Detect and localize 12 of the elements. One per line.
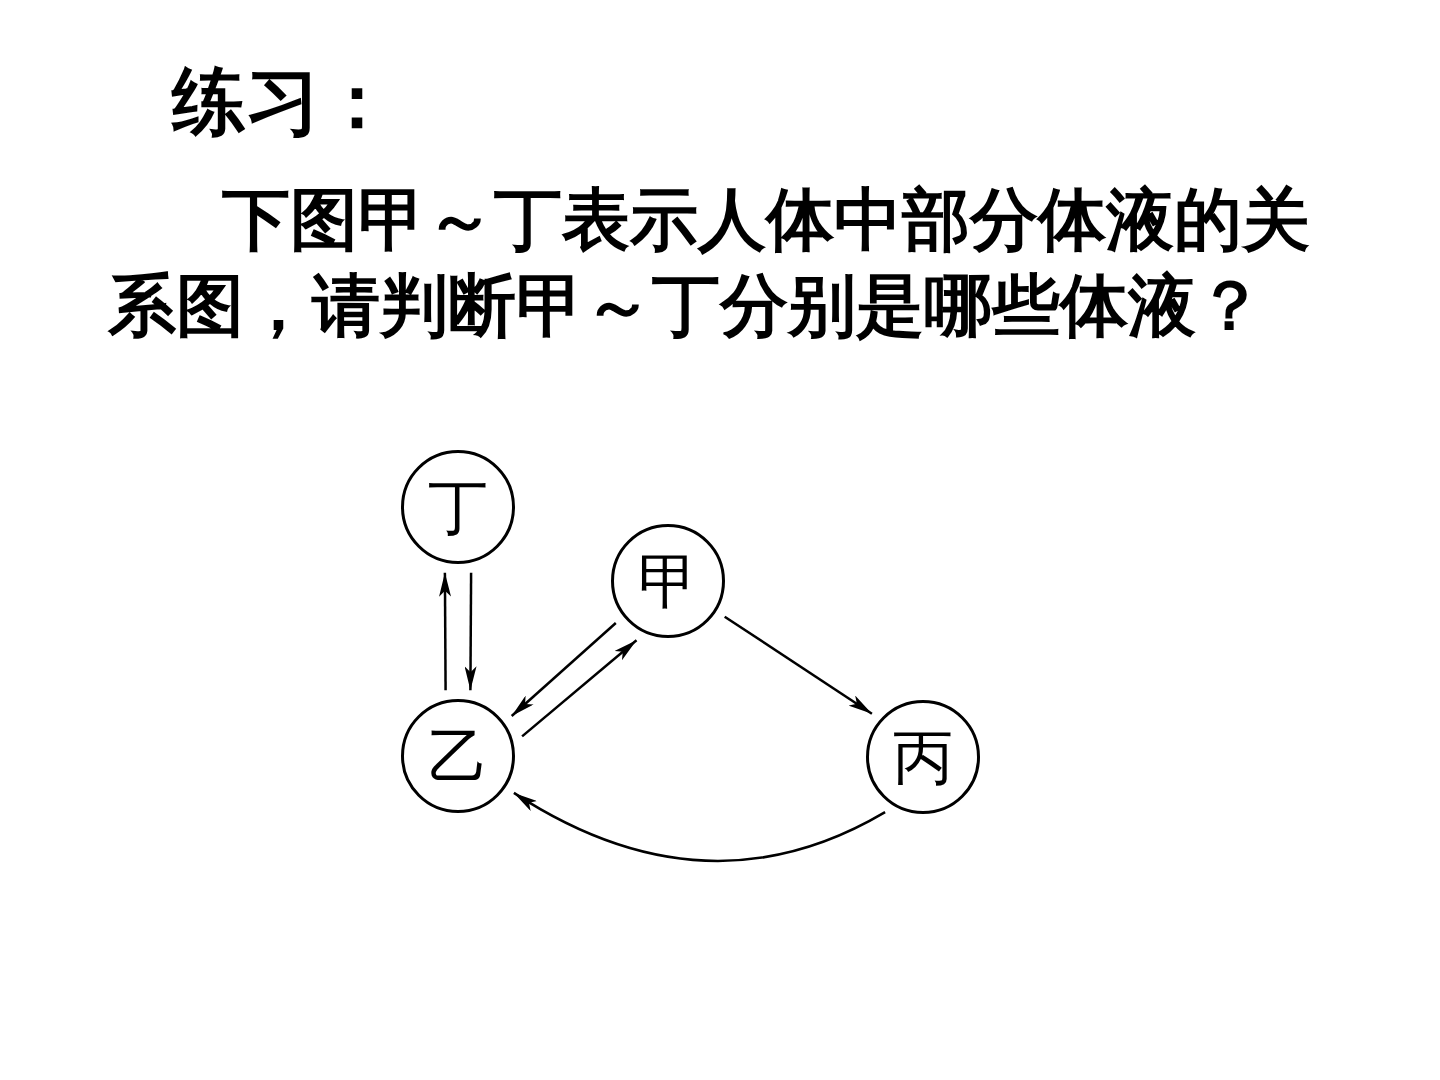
- arrow: [464, 572, 477, 691]
- arrow: [439, 572, 452, 691]
- node-label: 丁: [428, 477, 488, 537]
- title: 练习：: [172, 60, 394, 145]
- node-label: 丙: [893, 727, 953, 787]
- node-label: 甲: [638, 551, 698, 611]
- node-label: 乙: [428, 726, 488, 786]
- arrow: [513, 791, 886, 862]
- arrow: [510, 622, 617, 717]
- arrow: [521, 639, 638, 738]
- question-text: 下图甲～丁表示人体中部分体液的关系图，请判断甲～丁分别是哪些体液？: [108, 181, 1311, 346]
- arrow: [724, 615, 873, 715]
